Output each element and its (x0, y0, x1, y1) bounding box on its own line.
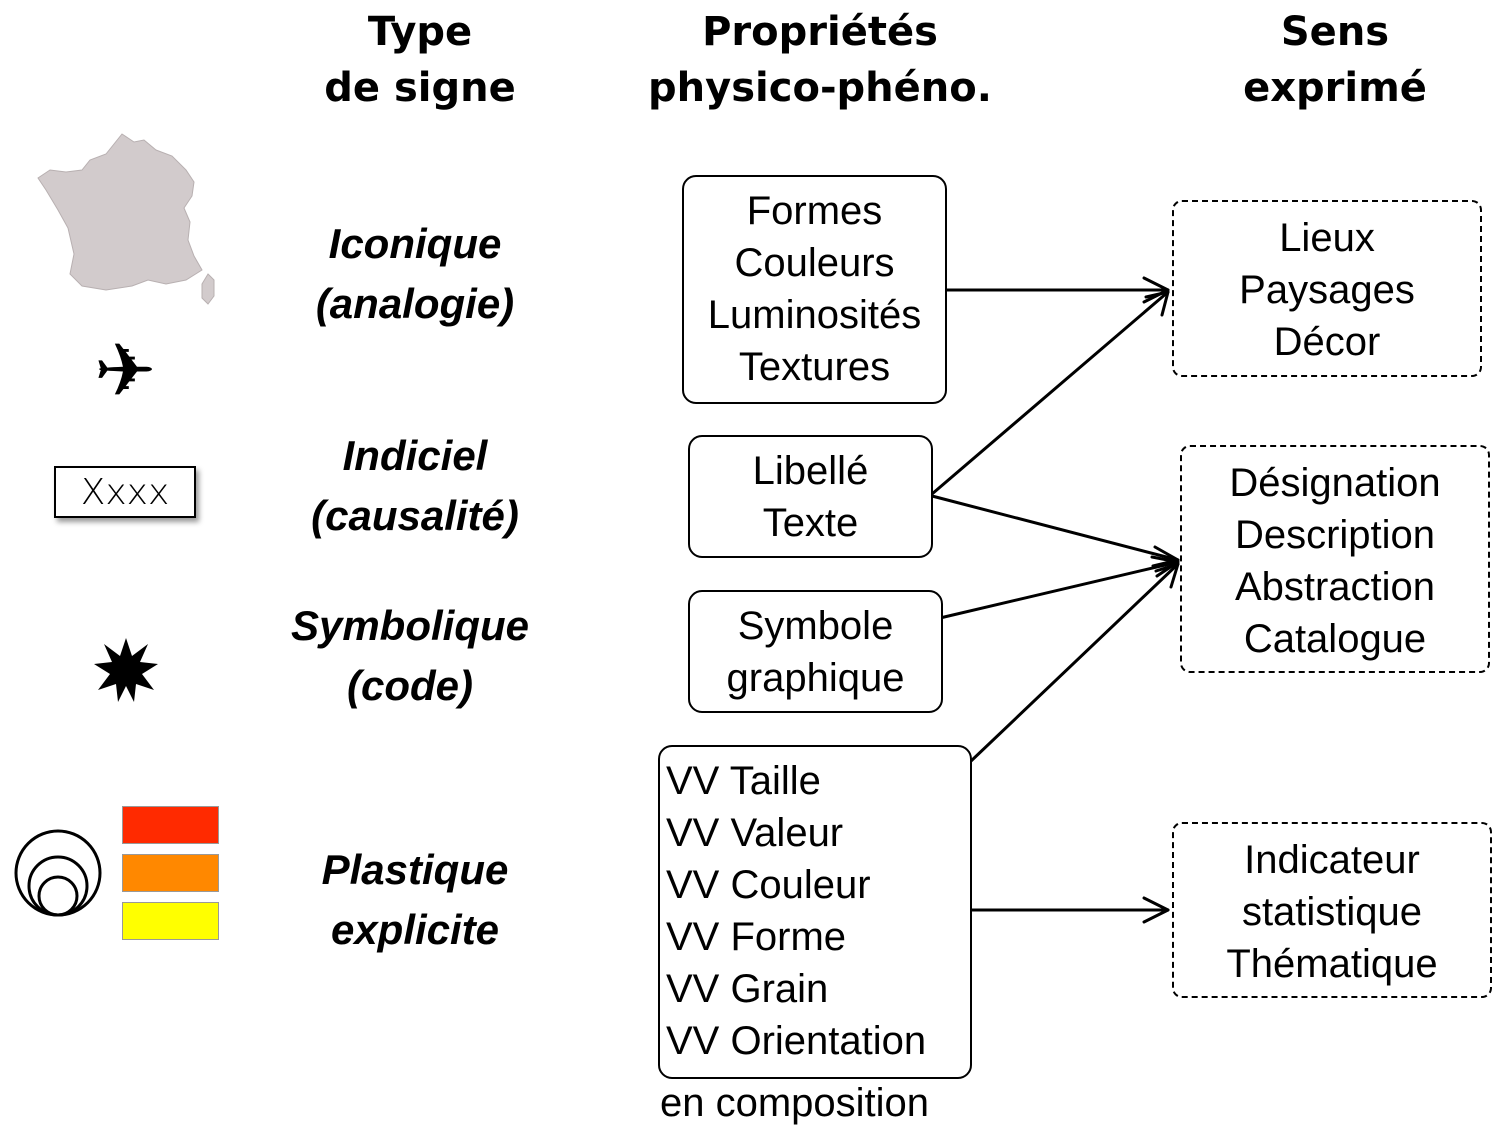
arrow-plastique-to-designation (968, 562, 1180, 764)
meaning-item: Décor (1273, 320, 1381, 364)
meaning-item: Thématique (1226, 942, 1438, 986)
meaning-item: Désignation (1229, 461, 1441, 505)
label-sample-icon: Xxxx (54, 466, 196, 518)
arrowhead (1144, 290, 1170, 317)
arrow-indiciel-to-designation (930, 494, 1180, 562)
property-box-indiciel: Libellé Texte (688, 435, 933, 558)
meaning-item: Lieux (1279, 216, 1375, 260)
property-item: VV Taille (666, 759, 821, 803)
property-item: VV Couleur (666, 863, 871, 907)
sign-type-line: (causalité) (311, 492, 519, 539)
arrow-indiciel-to-lieux (930, 290, 1170, 496)
meaning-item: Paysages (1239, 268, 1415, 312)
sign-type-plastique: Plastique explicite (270, 840, 560, 960)
sign-type-line: Plastique (321, 846, 509, 893)
arrowhead (1142, 896, 1170, 924)
france-mainland (37, 133, 203, 291)
header-line: physico-phéno. (648, 65, 992, 111)
circle-small (37, 875, 79, 917)
property-item: VV Forme (666, 915, 847, 959)
property-item: Luminosités (707, 293, 922, 337)
france-map-icon (37, 133, 215, 305)
header-sens-exprime: Sens exprimé (1220, 4, 1450, 116)
meaning-box-designation: Désignation Description Abstraction Cata… (1180, 445, 1490, 673)
property-item: VV Grain (666, 967, 829, 1011)
header-line: de signe (324, 65, 516, 111)
property-item: Texte (762, 501, 859, 545)
property-item: VV Valeur (666, 811, 844, 855)
sign-type-line: (code) (347, 662, 473, 709)
property-item: Couleurs (734, 241, 895, 285)
airplane-icon: ✈ (93, 328, 156, 414)
property-item: Formes (746, 189, 883, 233)
meaning-box-indicateur: Indicateur statistique Thématique (1172, 822, 1492, 998)
swatch-orange (122, 854, 219, 892)
header-type-de-signe: Type de signe (300, 4, 540, 116)
arrowhead (1151, 545, 1180, 568)
sign-type-iconique: Iconique (analogie) (270, 214, 560, 334)
header-line: Propriétés (702, 9, 938, 55)
arrowhead (1150, 555, 1180, 578)
corsica (201, 273, 215, 305)
meaning-item: Abstraction (1234, 565, 1436, 609)
property-item: Libellé (752, 449, 869, 493)
meaning-box-lieux: Lieux Paysages Décor (1172, 200, 1482, 377)
header-proprietes: Propriétés physico-phéno. (620, 4, 1020, 116)
header-line: Type (367, 9, 473, 55)
header-line: Sens (1280, 9, 1390, 55)
plastique-caption: en composition (660, 1081, 930, 1125)
swatch-yellow (122, 902, 219, 940)
proportional-circles-icon (14, 829, 102, 917)
meaning-item: Description (1234, 513, 1436, 557)
sign-type-line: Symbolique (290, 602, 530, 649)
meaning-item: Catalogue (1243, 617, 1427, 661)
arrow-symbolique-to-designation (938, 560, 1180, 620)
property-box-symbolique: Symbole graphique (688, 590, 943, 713)
property-item: graphique (726, 656, 905, 700)
header-line: exprimé (1243, 65, 1427, 111)
arrowhead (1154, 562, 1180, 589)
swatch-red (122, 806, 219, 844)
star-icon (94, 638, 158, 702)
property-box-iconique: Formes Couleurs Luminosités Textures (682, 175, 947, 404)
meaning-item: statistique (1241, 890, 1423, 934)
sign-type-symbolique: Symbolique (code) (260, 596, 560, 716)
sign-type-indiciel: Indiciel (causalité) (270, 426, 560, 546)
sign-type-line: explicite (330, 906, 500, 953)
meaning-item: Indicateur (1244, 838, 1420, 882)
property-item: Textures (738, 345, 891, 389)
property-item: Symbole (737, 604, 894, 648)
sign-type-line: Indiciel (342, 432, 488, 479)
sign-type-line: (analogie) (315, 280, 515, 327)
arrowhead (1142, 276, 1170, 304)
property-box-plastique: VV Taille VV Valeur VV Couleur VV Forme … (658, 745, 972, 1079)
sign-type-line: Iconique (328, 220, 502, 267)
property-item: VV Orientation (666, 1019, 927, 1063)
star-shape (94, 638, 158, 702)
